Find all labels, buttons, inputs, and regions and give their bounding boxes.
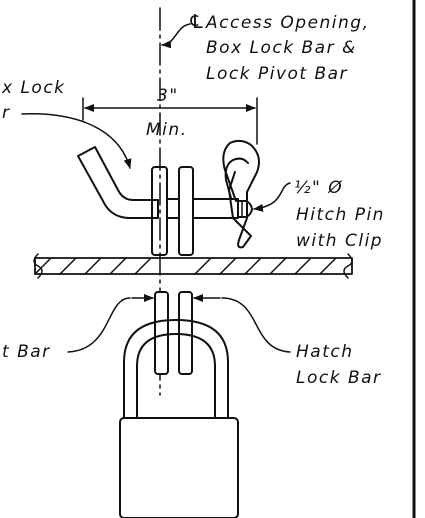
padlock-body (119, 417, 239, 518)
break-left (33, 253, 43, 279)
lower-hatch-plate (178, 291, 193, 375)
box-lock-leader (21, 113, 132, 169)
hatch-label: Hatch (296, 342, 354, 362)
cl-leader (161, 23, 191, 49)
hitch-clip (222, 139, 260, 249)
pivot-bar-partial-label: t Bar (2, 342, 51, 362)
lock-pivot-bar-label: Lock Pivot Bar (206, 64, 349, 84)
pin-leader (253, 182, 291, 212)
box-lock-bar-label: Box Lock Bar & (206, 38, 357, 58)
box-lock-partial-label-2: r (2, 103, 11, 123)
with-clip-label: with Clip (296, 231, 384, 251)
upper-pivot-plate (151, 166, 168, 256)
cl-symbol: ℄ (188, 11, 207, 33)
padlock-shackle (123, 319, 229, 421)
minimum-label: Min. (146, 120, 188, 140)
hitch-pin-label: Hitch Pin (296, 205, 385, 225)
break-right (343, 253, 353, 279)
upper-hatch-plate (178, 166, 194, 256)
pin-size-label: ½" Ø (294, 178, 344, 198)
hatch-leader (221, 297, 291, 353)
access-opening-label: Access Opening, (206, 13, 370, 33)
hatch-lock-bar-label: Lock Bar (296, 368, 382, 388)
hitch-pin-head (237, 200, 253, 218)
lower-pivot-plate (154, 291, 169, 375)
hatch-deck (34, 257, 353, 275)
box-lock-partial-label: x Lock (2, 78, 66, 98)
hitch-pin-shaft (166, 198, 239, 219)
dimension-label: 3" (157, 86, 179, 106)
pivot-leader (67, 297, 131, 353)
box-lock-bar (77, 146, 159, 219)
